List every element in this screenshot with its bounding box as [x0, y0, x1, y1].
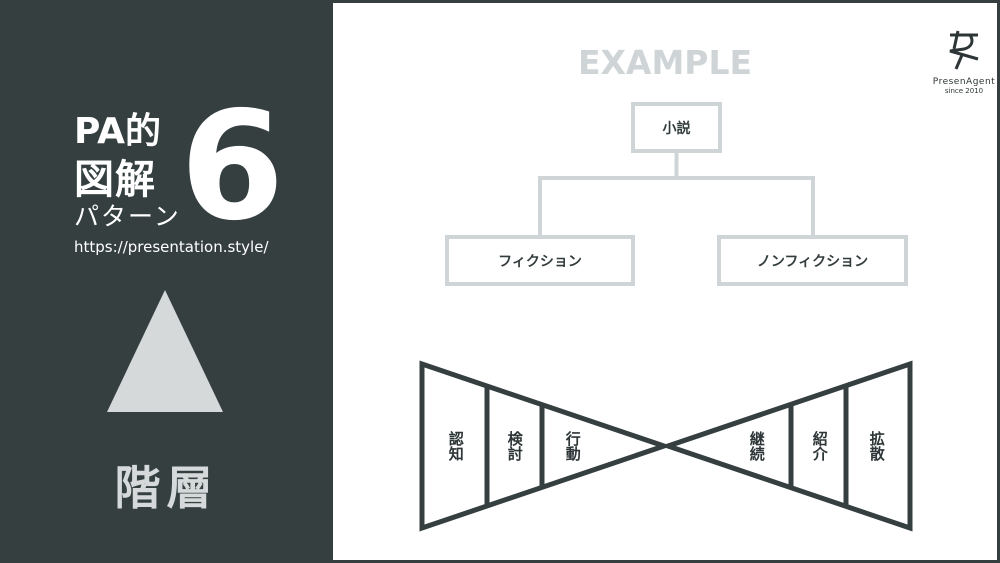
funnel-diagram [419, 360, 913, 532]
pattern-number: 6 [180, 80, 285, 254]
presenagent-logo: PresenAgent since 2010 [929, 29, 999, 95]
example-panel: EXAMPLE PresenAgent since 2010 小説 フィクション… [333, 3, 997, 560]
example-heading: EXAMPLE [577, 43, 753, 82]
funnel-stage-retention: 継続 [747, 431, 766, 461]
sidebar-panel: PA的 図解 パターン 6 https://presentation.style… [0, 0, 333, 563]
triangle-icon [107, 290, 223, 412]
title-line-3: パターン [74, 202, 181, 231]
category-label: 階層 [114, 461, 219, 515]
tree-connectors [538, 153, 815, 235]
funnel-stage-consideration: 検討 [505, 431, 524, 461]
tree-node-fiction: フィクション [445, 235, 635, 286]
title-line-1: PA的 [74, 111, 161, 152]
funnel-stage-expansion: 拡散 [867, 431, 886, 461]
logo-name: PresenAgent [932, 77, 996, 87]
source-url: https://presentation.style/ [74, 238, 269, 256]
funnel-stage-awareness: 認知 [446, 431, 465, 461]
funnel-stage-action: 行動 [563, 431, 582, 461]
tree-node-root: 小説 [631, 102, 722, 153]
logo-mark-icon [949, 30, 979, 70]
logo-since: since 2010 [944, 87, 984, 95]
title-line-2: 図解 [74, 157, 156, 203]
tree-node-nonfiction: ノンフィクション [717, 235, 908, 286]
funnel-stage-referral: 紹介 [810, 431, 829, 461]
